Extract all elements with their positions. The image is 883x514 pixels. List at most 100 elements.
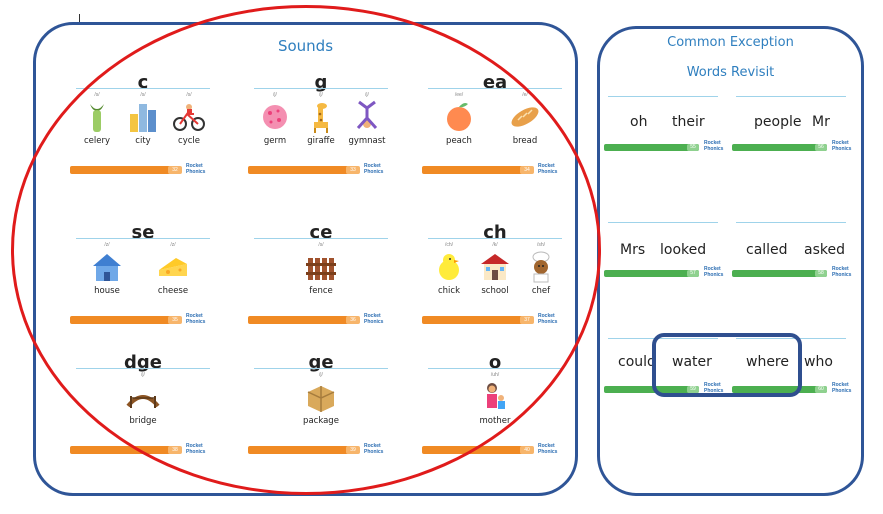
page-number: 57 [687, 270, 699, 277]
chef-icon [524, 250, 558, 284]
word-label: school [481, 286, 509, 296]
exception-word: could [618, 354, 656, 370]
phoneme-label: /j/ [141, 372, 145, 378]
word-label: bridge [129, 416, 157, 426]
sound-heading: dge [124, 352, 162, 373]
word-item: /k/school [470, 242, 520, 296]
heading-rule [254, 88, 388, 89]
exception-word: where [746, 354, 789, 370]
exception-word: their [672, 114, 705, 130]
germ-icon [258, 100, 292, 134]
sounds-title: Sounds [277, 37, 334, 55]
word-item: /s/city [118, 92, 168, 146]
logo-line2: Phonics [186, 319, 206, 325]
page-footer-bar: 60 [732, 386, 827, 393]
logo-line2: Phonics [832, 146, 852, 152]
city-icon [126, 100, 160, 134]
exception-word: called [746, 242, 788, 258]
word-label: peach [446, 136, 472, 146]
word-label: fence [309, 286, 333, 296]
cheese-icon [156, 250, 190, 284]
word-label: package [303, 416, 339, 426]
phoneme-label: /ch/ [444, 242, 454, 248]
logo-line2: Phonics [832, 388, 852, 394]
exception-word: Mrs [620, 242, 646, 258]
heading-rule [254, 238, 388, 239]
heading-rule [428, 88, 562, 89]
logo-line2: Phonics [538, 169, 558, 175]
page-number: 60 [815, 386, 827, 393]
logo-line2: Phonics [704, 272, 724, 278]
page-footer-bar: 33 [248, 166, 360, 174]
celery-icon [80, 100, 114, 134]
card-rule [736, 222, 846, 223]
logo-line1: Rocket [364, 313, 381, 319]
phoneme-label: /ee/ [454, 92, 464, 98]
logo-line1: Rocket [538, 443, 555, 449]
page-number: 32 [168, 166, 182, 174]
word-item: /s/celery [72, 92, 122, 146]
word-label: cycle [178, 136, 200, 146]
word-label: house [94, 286, 120, 296]
logo-line1: Rocket [364, 163, 381, 169]
exception-word: oh [630, 114, 648, 130]
phoneme-label: /j/ [319, 372, 323, 378]
fence-icon [304, 250, 338, 284]
logo-line2: Phonics [538, 449, 558, 455]
page-footer-bar: 34 [422, 166, 534, 174]
giraffe-icon [304, 100, 338, 134]
word-item: /j/germ [250, 92, 300, 146]
bread-icon [508, 100, 542, 134]
word-label: celery [83, 136, 111, 146]
logo-line2: Phonics [704, 388, 724, 394]
page-number: 59 [687, 386, 699, 393]
page-number: 56 [815, 144, 827, 151]
phoneme-label: /j/ [365, 92, 369, 98]
page-number: 40 [520, 446, 534, 454]
page-number: 35 [168, 316, 182, 324]
phoneme-label: /z/ [170, 242, 176, 248]
page-footer-bar: 58 [732, 270, 827, 277]
phoneme-label: /j/ [319, 92, 323, 98]
word-item: /sh/chef [516, 242, 566, 296]
word-label: germ [263, 136, 287, 146]
chick-icon [432, 250, 466, 284]
word-item: /e/bread [500, 92, 550, 146]
phoneme-label: /s/ [94, 92, 100, 98]
phoneme-label: /s/ [186, 92, 192, 98]
phoneme-label: /e/ [522, 92, 528, 98]
exception-word: asked [804, 242, 845, 258]
word-label: gymnast [348, 136, 386, 146]
word-label: mother [479, 416, 511, 426]
sound-heading: se [131, 222, 155, 243]
phoneme-label: /j/ [273, 92, 277, 98]
page-number: 58 [815, 270, 827, 277]
exception-word: water [672, 354, 712, 370]
sound-heading: ge [308, 352, 334, 373]
logo-line2: Phonics [538, 319, 558, 325]
logo-line2: Phonics [186, 449, 206, 455]
card-rule [736, 96, 846, 97]
page-number: 37 [520, 316, 534, 324]
sound-heading: ea [482, 72, 508, 93]
